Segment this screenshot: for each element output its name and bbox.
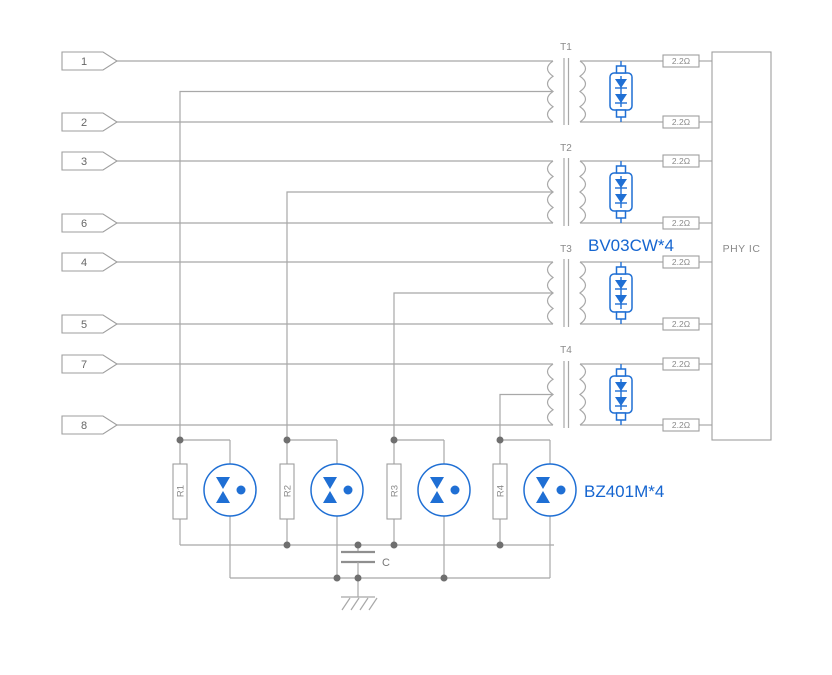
pin-tag-7: 7 bbox=[61, 354, 119, 374]
transformer-label: T4 bbox=[560, 345, 572, 356]
resistor-value-label: 2.2Ω bbox=[672, 156, 690, 166]
resistor-label: R3 bbox=[390, 485, 401, 497]
pin-tag-4: 4 bbox=[61, 252, 119, 272]
junction-dots bbox=[176, 436, 504, 582]
transformer-t1: T1 bbox=[546, 42, 587, 125]
resistor-label: R4 bbox=[496, 485, 507, 497]
junction-dot bbox=[440, 574, 448, 582]
resistor-label: R1 bbox=[176, 485, 187, 497]
pin-label: 2 bbox=[81, 117, 87, 129]
phy-ic-label: PHY IC bbox=[723, 243, 761, 255]
center-tap-wires bbox=[179, 90, 553, 440]
tvs-array-part-label: BV03CW*4 bbox=[588, 236, 674, 255]
junction-dot bbox=[354, 574, 362, 582]
pin-label: 6 bbox=[81, 218, 87, 230]
transformer-label: T2 bbox=[560, 143, 572, 154]
resistor-value-label: 2.2Ω bbox=[672, 319, 690, 329]
resistor-value-label: 2.2Ω bbox=[672, 56, 690, 66]
protection-diode-3 bbox=[417, 463, 471, 517]
tvs-array-3 bbox=[609, 262, 633, 324]
termination-resistor-7: 2.2Ω bbox=[662, 357, 700, 371]
junction-dot bbox=[176, 436, 184, 444]
junction-dot bbox=[496, 436, 504, 444]
transformer-t2: T2 bbox=[546, 143, 587, 226]
transformer-t4: T4 bbox=[546, 345, 587, 428]
termination-resistor-8: 2.2Ω bbox=[662, 418, 700, 432]
pin-label: 8 bbox=[81, 420, 87, 432]
resistor-r1: R1 bbox=[172, 463, 188, 520]
junction-dot bbox=[390, 541, 398, 549]
pin-tag-5: 5 bbox=[61, 314, 119, 334]
resistor-value-label: 2.2Ω bbox=[672, 117, 690, 127]
junction-dot bbox=[283, 436, 291, 444]
bottom-network-wires bbox=[179, 439, 554, 579]
junction-dot bbox=[354, 541, 362, 549]
pin-label: 4 bbox=[81, 257, 87, 269]
resistor-r3: R3 bbox=[386, 463, 402, 520]
junction-dot bbox=[333, 574, 341, 582]
input-wires bbox=[117, 60, 553, 426]
termination-resistor-2: 2.2Ω bbox=[662, 115, 700, 129]
junction-dot bbox=[390, 436, 398, 444]
transformer-label: T3 bbox=[560, 244, 572, 255]
protection-diode-part-label: BZ401M*4 bbox=[584, 482, 664, 501]
pin-tag-1: 1 bbox=[61, 51, 119, 71]
resistor-label: R2 bbox=[283, 485, 294, 497]
pin-tag-6: 6 bbox=[61, 213, 119, 233]
termination-resistor-4: 2.2Ω bbox=[662, 216, 700, 230]
resistor-value-label: 2.2Ω bbox=[672, 359, 690, 369]
termination-resistor-5: 2.2Ω bbox=[662, 255, 700, 269]
pin-tag-3: 3 bbox=[61, 151, 119, 171]
pin-tag-8: 8 bbox=[61, 415, 119, 435]
phy-ic-block: PHY IC bbox=[711, 51, 772, 441]
resistor-value-label: 2.2Ω bbox=[672, 420, 690, 430]
tvs-array-1 bbox=[609, 61, 633, 122]
pin-label: 1 bbox=[81, 56, 87, 68]
protection-diode-1 bbox=[203, 463, 257, 517]
pin-tag-2: 2 bbox=[61, 112, 119, 132]
pin-label: 7 bbox=[81, 359, 87, 371]
protection-diode-2 bbox=[310, 463, 364, 517]
junction-dot bbox=[496, 541, 504, 549]
capacitor-label: C bbox=[382, 557, 390, 569]
tvs-array-2 bbox=[609, 161, 633, 223]
resistor-value-label: 2.2Ω bbox=[672, 218, 690, 228]
capacitor: C bbox=[341, 545, 390, 578]
transformer-label: T1 bbox=[560, 42, 572, 53]
termination-resistor-3: 2.2Ω bbox=[662, 154, 700, 168]
ground-symbol bbox=[341, 578, 378, 611]
tvs-array-4 bbox=[609, 364, 633, 425]
junction-dot bbox=[283, 541, 291, 549]
pin-label: 3 bbox=[81, 156, 87, 168]
resistor-r4: R4 bbox=[492, 463, 508, 520]
protection-diode-4 bbox=[523, 463, 577, 517]
pin-label: 5 bbox=[81, 319, 87, 331]
resistor-r2: R2 bbox=[279, 463, 295, 520]
termination-resistor-1: 2.2Ω bbox=[662, 54, 700, 68]
resistor-value-label: 2.2Ω bbox=[672, 257, 690, 267]
transformer-t3: T3 bbox=[546, 244, 587, 327]
termination-resistor-6: 2.2Ω bbox=[662, 317, 700, 331]
